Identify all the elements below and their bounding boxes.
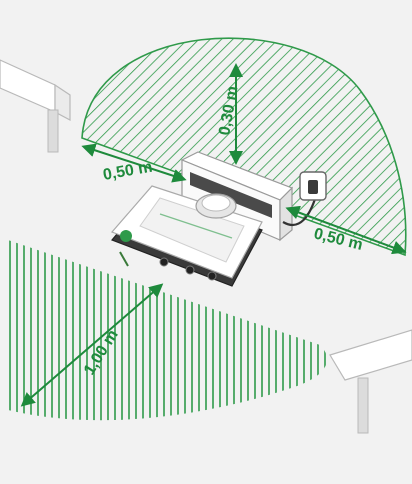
power-plug-icon [299, 171, 327, 201]
back-clearance-zone [81, 37, 407, 257]
robot-vacuum-icon [110, 185, 263, 287]
left-dimension-arrow [81, 143, 187, 183]
right-dimension-arrow [285, 205, 407, 255]
table-right-icon [329, 329, 412, 434]
front-dimension-arrow [20, 283, 164, 407]
table-left-icon [0, 59, 71, 153]
